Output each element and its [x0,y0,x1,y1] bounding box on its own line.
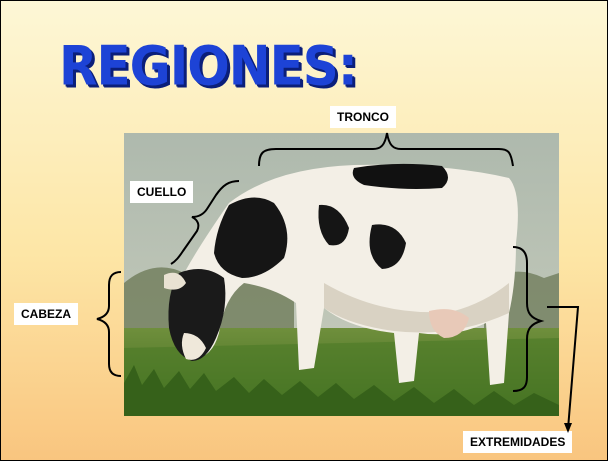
label-cabeza: CABEZA [14,303,78,325]
cow-photo [124,133,559,416]
brace-cabeza [96,271,122,377]
label-tronco: TRONCO [330,106,396,128]
label-cuello: CUELLO [130,181,194,203]
slide-title: REGIONES: [59,34,358,98]
label-extremidades: EXTREMIDADES [463,431,573,453]
cow-image-icon [124,133,559,416]
